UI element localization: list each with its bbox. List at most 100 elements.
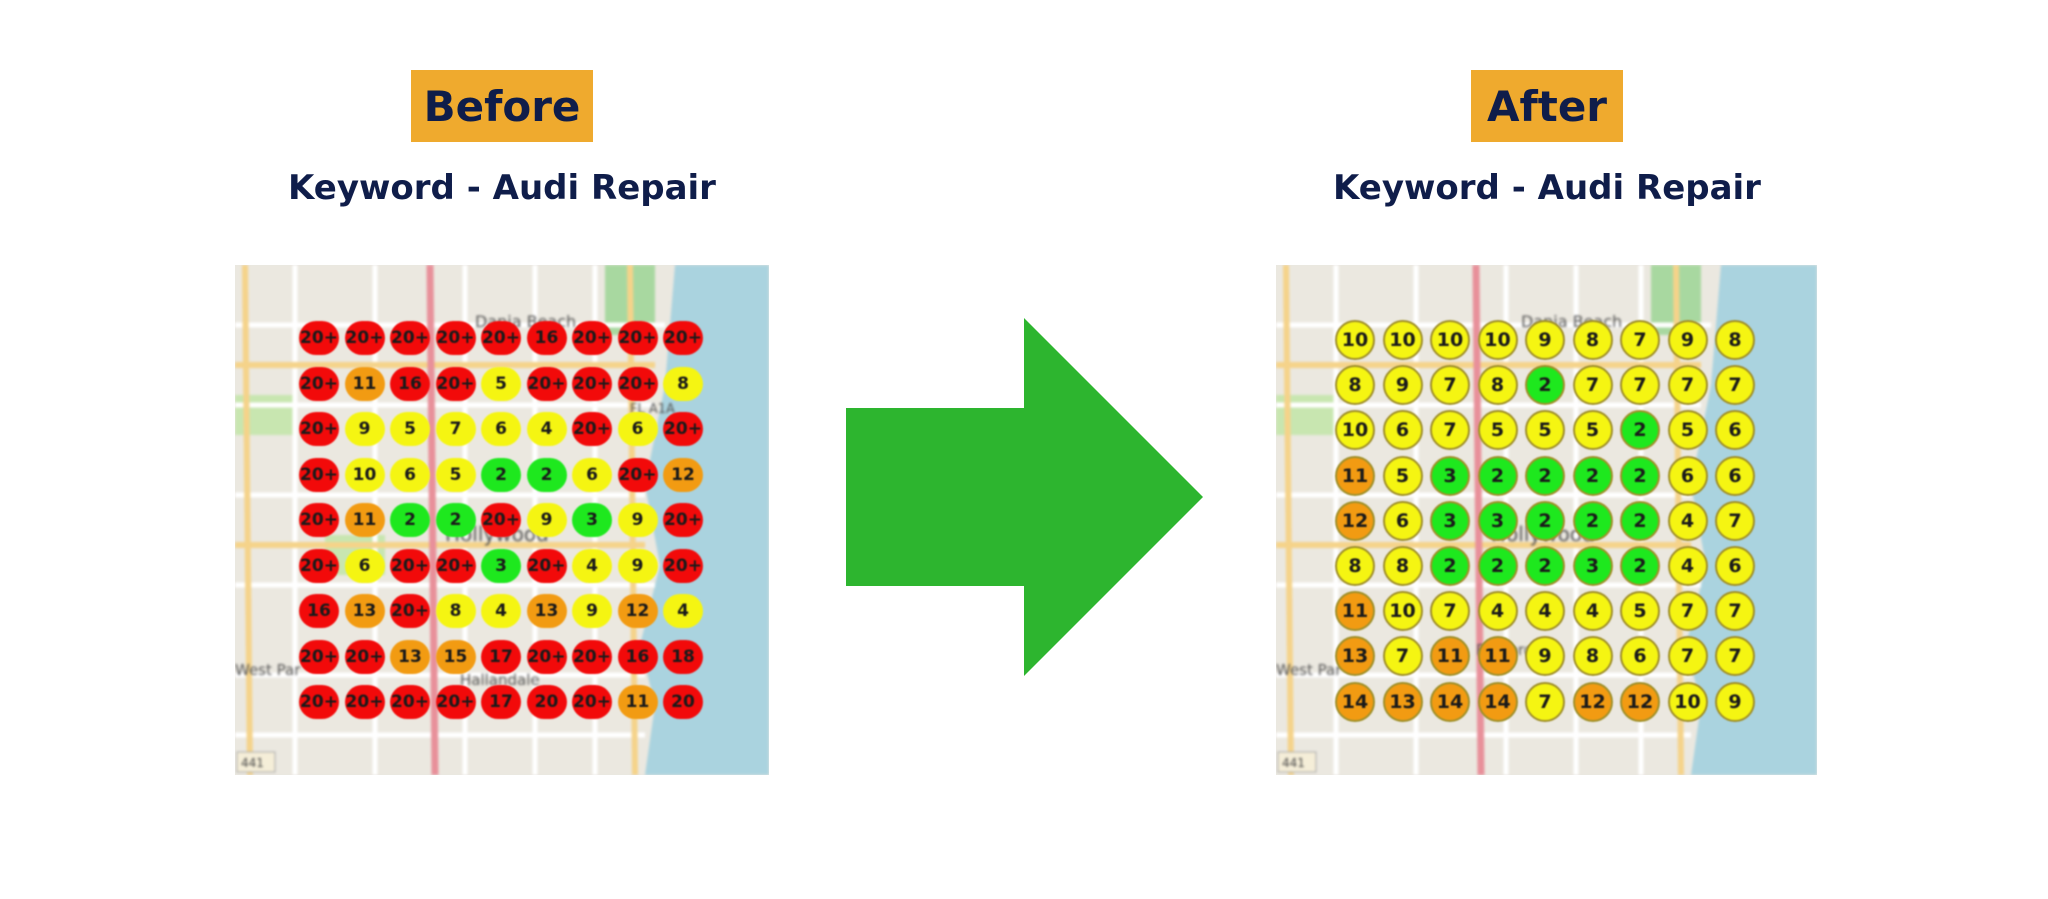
rank-pin: 9 <box>1525 320 1565 360</box>
rank-pin: 20+ <box>481 321 521 355</box>
rank-pin: 3 <box>1572 546 1613 586</box>
rank-pin: 7 <box>1620 320 1660 360</box>
rank-pin: 10 <box>1382 320 1423 360</box>
rank-pin: 20+ <box>344 685 385 719</box>
rank-pin: 20+ <box>572 639 612 674</box>
rank-pin: 2 <box>1525 546 1565 586</box>
rank-pin: 20+ <box>299 366 339 401</box>
before-map: Dania Beach Hollywood Hallandale West Pa… <box>235 265 769 775</box>
rank-pin: 8 <box>663 366 703 401</box>
rank-pin: 2 <box>1572 455 1613 496</box>
rank-pin: 8 <box>435 594 476 628</box>
before-subtitle: Keyword - Audi Repair <box>288 168 716 208</box>
rank-pin: 7 <box>1620 365 1660 406</box>
rank-pin: 3 <box>1430 455 1470 496</box>
svg-text:West Par: West Par <box>1276 661 1342 679</box>
rank-pin: 2 <box>1525 365 1565 406</box>
rank-pin: 6 <box>572 457 612 492</box>
rank-pin: 2 <box>1477 455 1518 496</box>
rank-pin: 2 <box>1477 546 1518 586</box>
rank-pin: 11 <box>1477 636 1518 677</box>
svg-text:441: 441 <box>1282 756 1305 770</box>
rank-pin: 20+ <box>435 685 476 719</box>
after-badge: After <box>1471 70 1623 142</box>
rank-pin: 7 <box>1715 365 1755 406</box>
rank-pin: 13 <box>526 594 567 628</box>
rank-pin: 8 <box>1477 365 1518 406</box>
rank-pin: 16 <box>390 366 430 401</box>
rank-pin: 20+ <box>617 457 658 492</box>
rank-pin: 2 <box>390 503 430 537</box>
rank-pin: 9 <box>526 503 567 537</box>
rank-pin: 6 <box>1620 636 1660 677</box>
rank-pin: 10 <box>344 457 385 492</box>
rank-pin: 12 <box>617 594 658 628</box>
rank-pin: 20 <box>526 685 567 719</box>
rank-pin: 2 <box>435 503 476 537</box>
rank-pin: 13 <box>1335 636 1375 677</box>
rank-pin: 12 <box>1335 500 1375 541</box>
rank-pin: 3 <box>481 548 521 583</box>
rank-pin: 2 <box>1620 410 1660 451</box>
rank-pin: 20+ <box>435 548 476 583</box>
rank-pin: 7 <box>1715 500 1755 541</box>
rank-pin: 4 <box>572 548 612 583</box>
rank-pin: 20+ <box>299 321 339 355</box>
rank-pin: 11 <box>344 503 385 537</box>
rank-pin: 2 <box>1620 546 1660 586</box>
before-badge: Before <box>411 70 593 142</box>
rank-pin: 3 <box>572 503 612 537</box>
rank-pin: 7 <box>1715 591 1755 632</box>
rank-pin: 8 <box>1335 546 1375 586</box>
rank-pin: 11 <box>344 366 385 401</box>
rank-pin: 20+ <box>572 685 612 719</box>
rank-pin: 20+ <box>299 503 339 537</box>
rank-pin: 6 <box>390 457 430 492</box>
rank-pin: 4 <box>1667 546 1708 586</box>
rank-pin: 20+ <box>299 457 339 492</box>
rank-pin: 6 <box>481 412 521 446</box>
rank-pin: 20+ <box>663 503 703 537</box>
rank-pin: 5 <box>1382 455 1423 496</box>
rank-pin: 7 <box>1430 591 1470 632</box>
rank-pin: 20+ <box>344 321 385 355</box>
rank-pin: 9 <box>617 503 658 537</box>
rank-pin: 6 <box>1382 500 1423 541</box>
rank-pin: 17 <box>481 639 521 674</box>
right-arrow-icon <box>846 318 1203 676</box>
rank-pin: 9 <box>572 594 612 628</box>
rank-pin: 10 <box>1335 320 1375 360</box>
rank-pin: 2 <box>1572 500 1613 541</box>
rank-pin: 20+ <box>572 412 612 446</box>
rank-pin: 9 <box>1667 320 1708 360</box>
rank-pin: 20+ <box>390 594 430 628</box>
rank-pin: 4 <box>1525 591 1565 632</box>
rank-pin: 5 <box>390 412 430 446</box>
rank-pin: 20+ <box>526 548 567 583</box>
rank-pin: 20+ <box>390 321 430 355</box>
rank-pin: 7 <box>1667 636 1708 677</box>
rank-pin: 20+ <box>435 321 476 355</box>
rank-pin: 13 <box>390 639 430 674</box>
rank-pin: 4 <box>526 412 567 446</box>
rank-pin: 20+ <box>526 639 567 674</box>
rank-pin: 14 <box>1335 681 1375 722</box>
rank-pin: 5 <box>1572 410 1613 451</box>
rank-pin: 20+ <box>617 321 658 355</box>
rank-pin: 2 <box>1620 500 1660 541</box>
rank-pin: 2 <box>526 457 567 492</box>
rank-pin: 4 <box>663 594 703 628</box>
rank-pin: 11 <box>1335 455 1375 496</box>
rank-pin: 6 <box>617 412 658 446</box>
rank-pin: 12 <box>1572 681 1613 722</box>
rank-pin: 4 <box>481 594 521 628</box>
rank-pin: 7 <box>1430 410 1470 451</box>
rank-pin: 10 <box>1477 320 1518 360</box>
rank-pin: 20+ <box>663 412 703 446</box>
rank-pin: 7 <box>1430 365 1470 406</box>
rank-pin: 4 <box>1667 500 1708 541</box>
rank-pin: 20+ <box>435 366 476 401</box>
rank-pin: 6 <box>1715 546 1755 586</box>
